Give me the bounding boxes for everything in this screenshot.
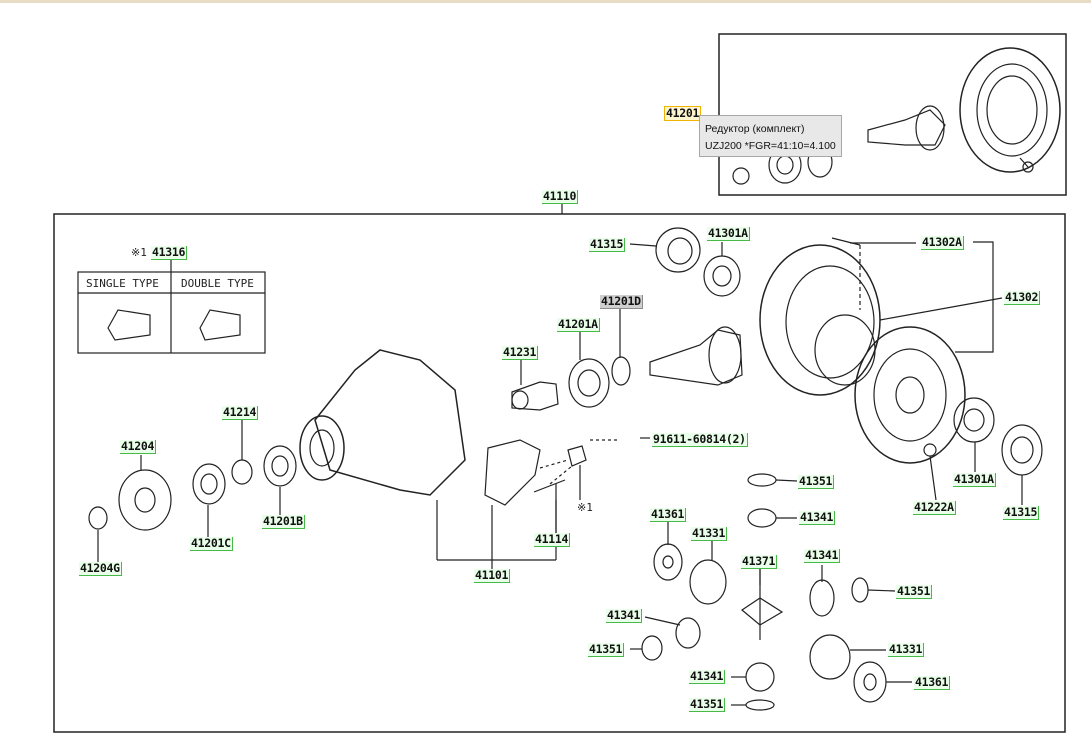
callout-41201d[interactable]: 41201D	[600, 294, 643, 309]
main-frame	[53, 213, 1066, 733]
callout-41341-b[interactable]: 41341	[804, 548, 841, 563]
callout-41351-d[interactable]: 41351	[689, 697, 726, 712]
callout-41316[interactable]: 41316	[151, 245, 188, 260]
callout-41222a[interactable]: 41222A	[913, 500, 956, 515]
callout-41341-a[interactable]: 41341	[799, 510, 836, 525]
callout-41315-top[interactable]: 41315	[589, 237, 626, 252]
callout-41361-b[interactable]: 41361	[914, 675, 951, 690]
callout-91611[interactable]: 91611-60814(2)	[652, 432, 748, 447]
callout-41231[interactable]: 41231	[502, 345, 539, 360]
double-type-label: DOUBLE TYPE	[181, 277, 254, 290]
single-type-label: SINGLE TYPE	[86, 277, 159, 290]
callout-41351-c[interactable]: 41351	[588, 642, 625, 657]
callout-41204[interactable]: 41204	[120, 439, 157, 454]
callout-41204g[interactable]: 41204G	[79, 561, 122, 576]
kit-inset-box	[718, 33, 1067, 196]
callout-41302a[interactable]: 41302A	[921, 235, 964, 250]
callout-41302[interactable]: 41302	[1004, 290, 1041, 305]
callout-41110[interactable]: 41110	[542, 189, 579, 204]
ref-mark-cap: ※1	[577, 501, 593, 514]
callout-41301a-bot[interactable]: 41301A	[953, 472, 996, 487]
callout-41331-b[interactable]: 41331	[888, 642, 925, 657]
tooltip-line-2: UZJ200 *FGR=41:10=4.100	[705, 140, 836, 152]
callout-41361-a[interactable]: 41361	[650, 507, 687, 522]
callout-41201a[interactable]: 41201A	[557, 317, 600, 332]
callout-41214[interactable]: 41214	[222, 405, 259, 420]
callout-41351-b[interactable]: 41351	[896, 584, 933, 599]
callout-41351-a[interactable]: 41351	[798, 474, 835, 489]
callout-41315-bot[interactable]: 41315	[1003, 505, 1040, 520]
callout-41341-d[interactable]: 41341	[689, 669, 726, 684]
tooltip-line-1: Редуктор (комплект)	[705, 123, 805, 135]
callout-41331-a[interactable]: 41331	[691, 526, 728, 541]
callout-41201c[interactable]: 41201C	[190, 536, 233, 551]
part-tooltip: Редуктор (комплект) UZJ200 *FGR=41:10=4.…	[699, 115, 842, 157]
callout-41201[interactable]: 41201	[664, 106, 702, 121]
callout-41101[interactable]: 41101	[474, 568, 511, 583]
callout-41301a-top[interactable]: 41301A	[707, 226, 750, 241]
callout-41114[interactable]: 41114	[534, 532, 571, 547]
callout-41371[interactable]: 41371	[741, 554, 778, 569]
callout-41201b[interactable]: 41201B	[262, 514, 305, 529]
callout-41341-c[interactable]: 41341	[606, 608, 643, 623]
top-border	[0, 0, 1091, 3]
ref-mark-inset: ※1	[131, 246, 147, 259]
